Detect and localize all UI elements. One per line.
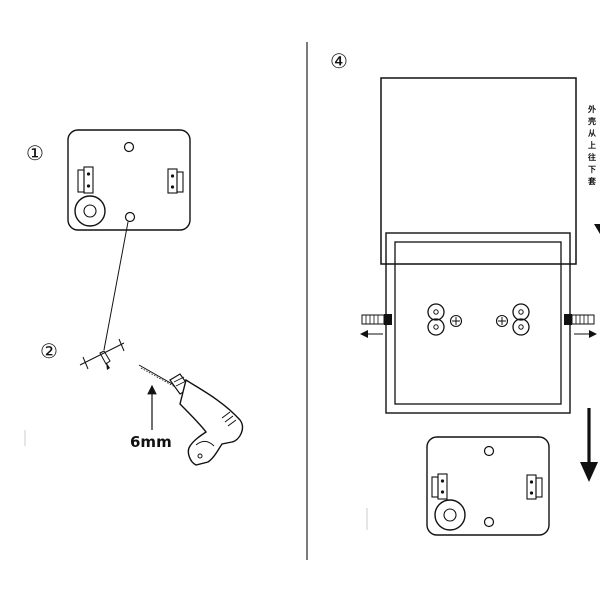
down-arrow-icon bbox=[580, 408, 598, 482]
mounting-plate-step1 bbox=[67, 129, 191, 231]
left-bracket bbox=[431, 473, 448, 500]
large-cable-hole-inner bbox=[83, 204, 97, 218]
drill-size-label: 6mm bbox=[130, 433, 172, 451]
plate-outline bbox=[426, 436, 550, 536]
left-bracket bbox=[77, 166, 94, 194]
right-bracket bbox=[526, 474, 543, 500]
casing-direction-note: 外 壳 从 上 往 下 套 bbox=[587, 104, 597, 186]
svg-text:外: 外 bbox=[588, 104, 596, 114]
terminal-right bbox=[495, 303, 530, 336]
large-cable-hole-inner bbox=[443, 508, 457, 522]
svg-text:从: 从 bbox=[588, 129, 596, 138]
large-cable-hole bbox=[74, 195, 106, 227]
mounting-frame bbox=[385, 232, 571, 414]
power-drill-icon bbox=[138, 364, 244, 466]
right-bracket bbox=[167, 168, 184, 194]
svg-text:上: 上 bbox=[588, 140, 596, 150]
terminal-left bbox=[427, 303, 463, 336]
scan-artifact bbox=[24, 430, 26, 446]
svg-text:下: 下 bbox=[588, 165, 596, 174]
mounting-plate-step4 bbox=[426, 436, 550, 536]
scan-artifact bbox=[366, 508, 368, 530]
wall-hole-mark bbox=[79, 338, 125, 370]
step-1-number: ① bbox=[26, 141, 44, 165]
left-side-screw bbox=[361, 314, 392, 325]
right-side-screw bbox=[564, 314, 595, 325]
svg-text:壳: 壳 bbox=[587, 116, 596, 126]
plate-outline bbox=[67, 129, 191, 231]
lower-screw-hole bbox=[124, 211, 136, 223]
top-screw-hole bbox=[483, 445, 495, 457]
large-cable-hole bbox=[434, 499, 466, 531]
step-4-number: ④ bbox=[330, 49, 348, 73]
svg-text:往: 往 bbox=[588, 152, 596, 162]
lower-screw-hole bbox=[483, 516, 495, 528]
outer-casing bbox=[380, 77, 577, 265]
step-2-number: ② bbox=[40, 339, 58, 363]
top-screw-hole bbox=[123, 141, 135, 153]
svg-text:套: 套 bbox=[587, 176, 597, 186]
casing-down-arrow-tip bbox=[594, 224, 600, 234]
leader-line bbox=[103, 221, 129, 351]
